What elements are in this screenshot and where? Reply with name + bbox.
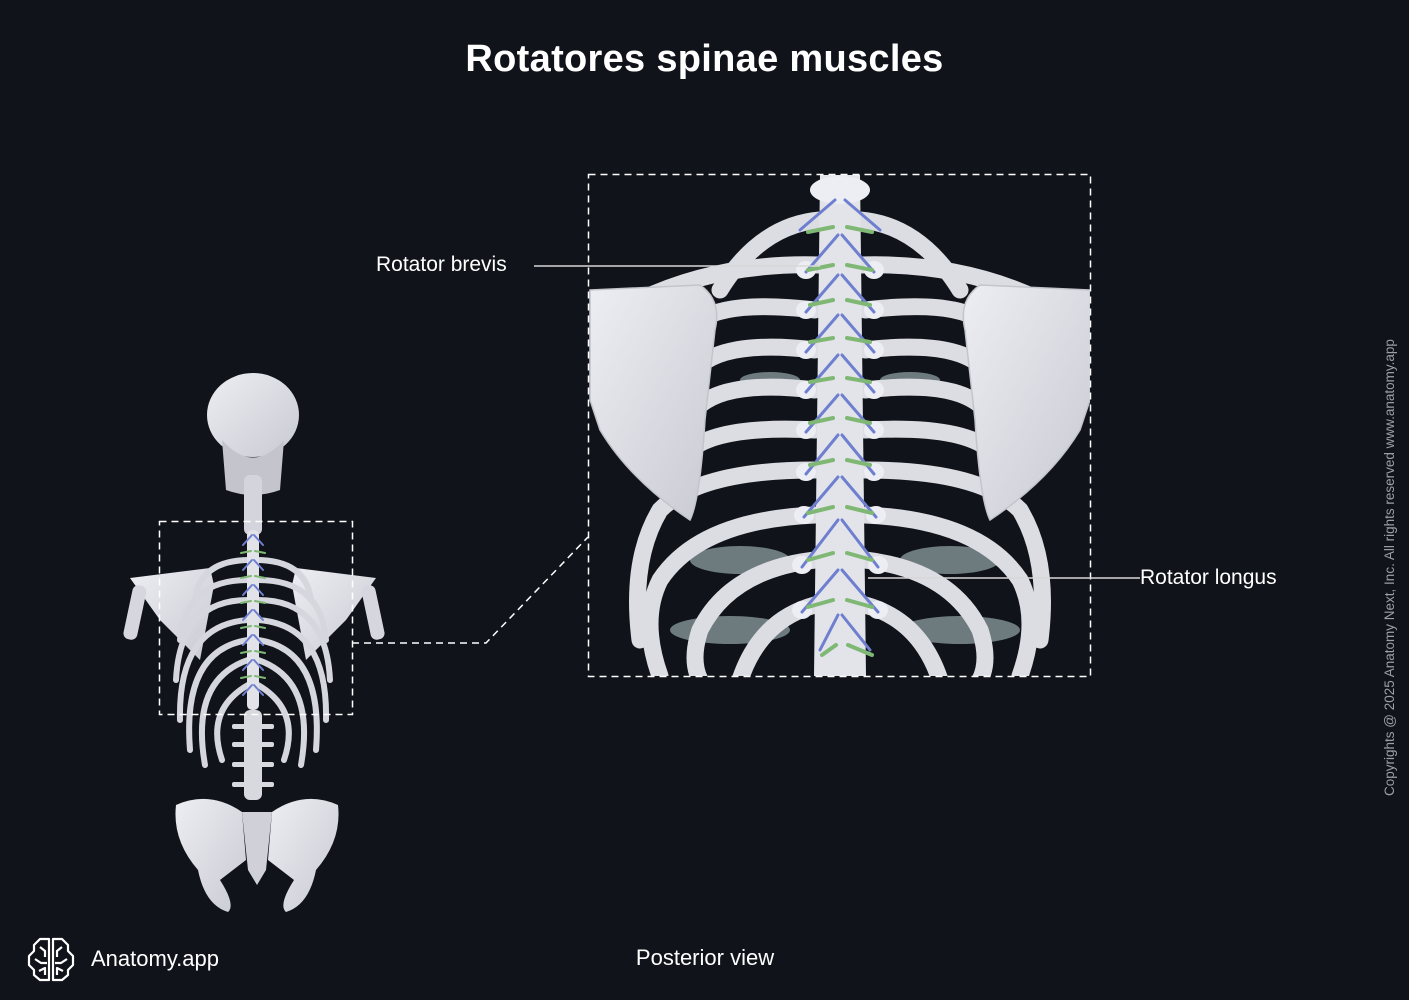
brand-name: Anatomy.app: [91, 946, 220, 971]
zoom-inset-frame: [587, 173, 1092, 678]
page-title: Rotatores spinae muscles: [465, 38, 944, 80]
right-scapula: [292, 568, 376, 660]
view-caption: Posterior view: [635, 945, 775, 970]
skull: [207, 373, 299, 457]
connector-line: [352, 536, 589, 644]
pelvis-right: [268, 798, 339, 912]
brand-logo: Anatomy.app: [25, 935, 219, 983]
full-skeleton-figure: [123, 373, 385, 912]
copyright-notice: Copyrights @ 2025 Anatomy Next, Inc. All…: [1382, 339, 1397, 796]
zoom-inset-figure: [589, 175, 1090, 676]
left-scapula-inset: [589, 284, 718, 522]
rotator-longus-label: Rotator longus: [1140, 566, 1277, 589]
selection-box: [158, 520, 354, 716]
brain-icon: [27, 937, 75, 982]
pelvis-left: [175, 798, 246, 912]
sacrum: [242, 812, 272, 885]
left-scapula: [130, 568, 214, 660]
right-scapula-inset: [962, 284, 1090, 522]
spine-inset: [814, 175, 866, 676]
rotator-brevis-muscles: [806, 225, 874, 657]
rotator-brevis-label: Rotator brevis: [376, 253, 507, 276]
